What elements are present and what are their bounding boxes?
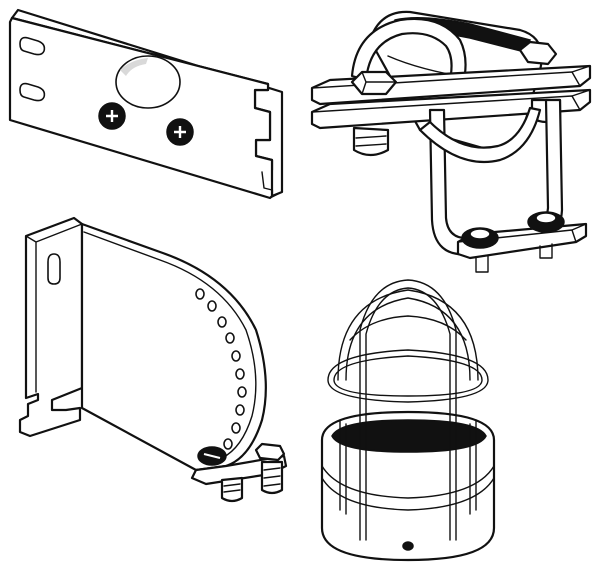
plate-center-hole (115, 55, 181, 109)
flat-plate-icon (8, 8, 284, 200)
plate-slot-bottom (19, 82, 46, 102)
clamp-bolt-left (350, 70, 398, 96)
plate-slot-top (19, 36, 46, 56)
angle-bracket-icon (18, 216, 288, 503)
wire-cage-icon (320, 279, 496, 562)
pipe-clamp-icon (310, 10, 592, 273)
bracket-slot (47, 253, 61, 285)
